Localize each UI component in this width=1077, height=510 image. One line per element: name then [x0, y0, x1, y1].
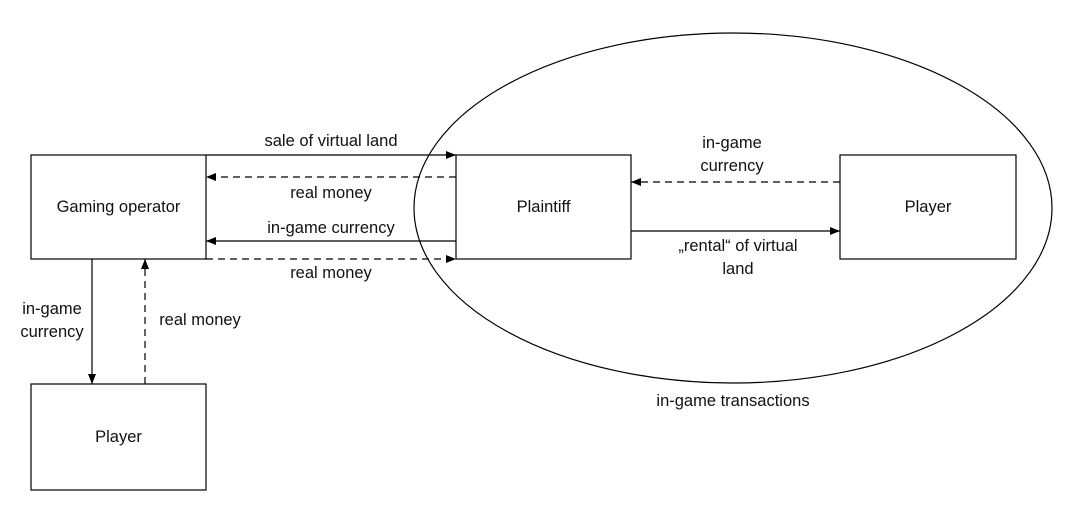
label-in-game-currency-right-1: in-game	[702, 134, 762, 152]
label-real-money-2: real money	[290, 264, 372, 282]
label-in-game-currency-1: in-game currency	[267, 219, 395, 237]
label-in-game-currency-right-2: currency	[700, 157, 764, 175]
label-rental-1: „rental“ of virtual	[678, 237, 798, 255]
label-real-money-1: real money	[290, 184, 372, 202]
player-bottom-label: Player	[95, 427, 142, 446]
label-in-game-currency-left-1: in-game	[22, 300, 82, 318]
gaming-operator-box	[30, 154, 207, 260]
plaintiff-label: Plaintiff	[516, 197, 571, 216]
label-in-game-currency-left-2: currency	[20, 323, 84, 341]
player-right-label: Player	[904, 197, 952, 216]
label-sale-of-virtual-land: sale of virtual land	[264, 132, 398, 150]
player-bottom-box	[30, 383, 207, 491]
gaming-operator-label: Gaming operator	[56, 197, 181, 216]
player-right-box	[839, 154, 1017, 260]
group-label-in-game-transactions: in-game transactions	[656, 392, 810, 410]
in-game-transactions-ellipse	[413, 32, 1053, 384]
label-real-money-vertical: real money	[159, 311, 241, 329]
plaintiff-box	[455, 154, 632, 260]
label-rental-2: land	[722, 260, 754, 278]
